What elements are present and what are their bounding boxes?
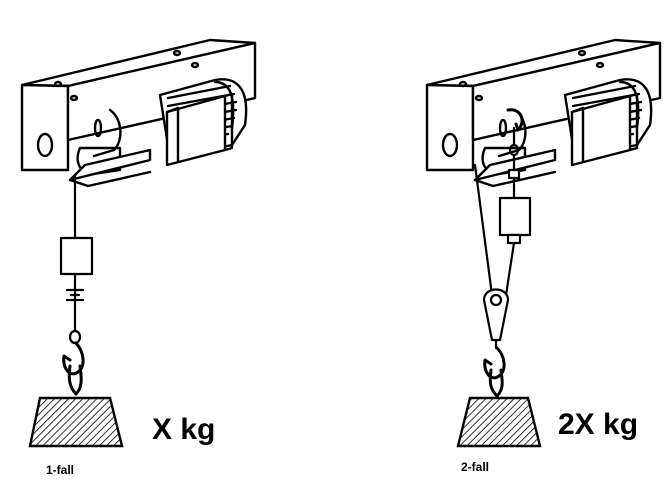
weight-block-1	[28, 396, 124, 448]
fall-label-1: 1-fall	[46, 463, 75, 477]
weight-block-2	[456, 396, 542, 448]
weight-label-2: 2X kg	[558, 408, 639, 441]
weight-label-1: X kg	[152, 413, 216, 446]
hoist-2-fall	[425, 38, 662, 448]
fall-label-2: 2-fall	[461, 460, 490, 474]
hoist-1-fall	[20, 38, 257, 448]
